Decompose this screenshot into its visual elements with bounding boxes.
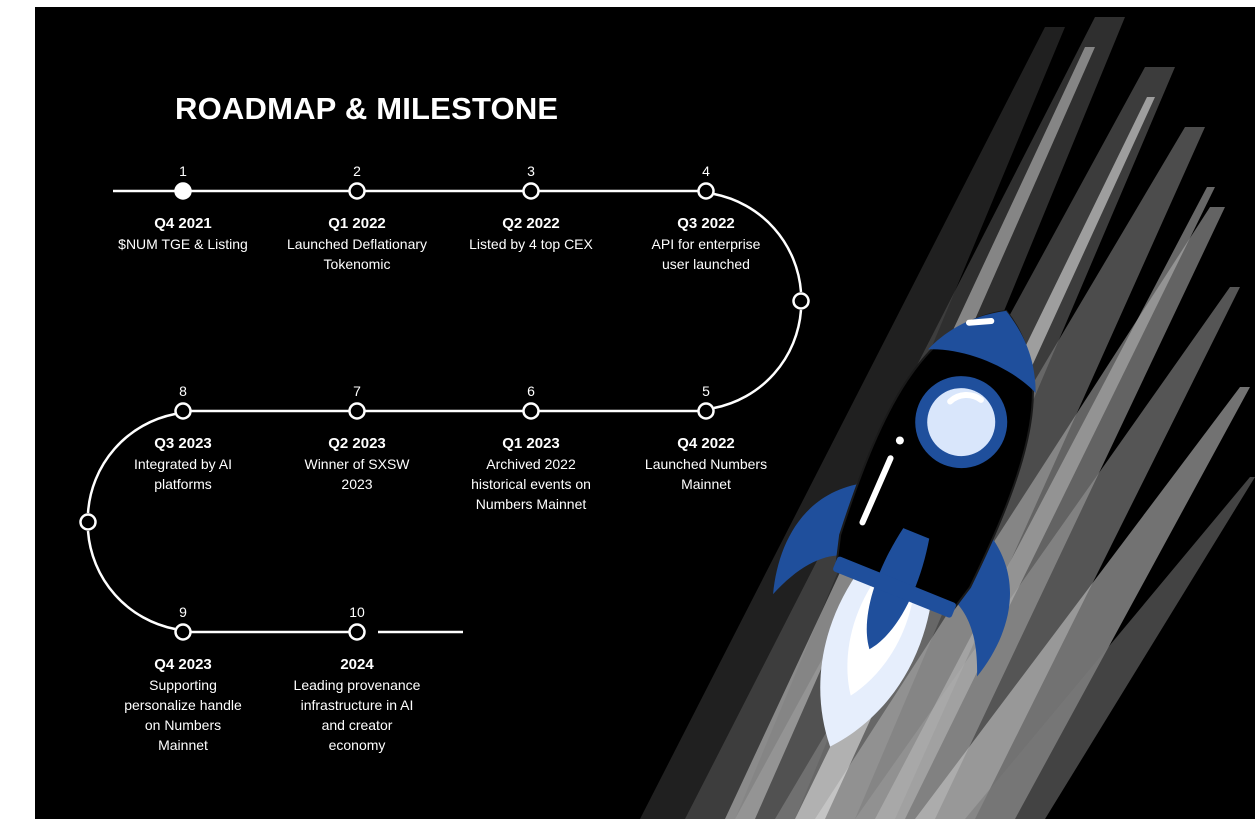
milestone-node-10: [348, 623, 366, 641]
milestone-description-line: Launched Deflationary: [286, 236, 428, 252]
milestone-description-line: economy: [328, 737, 386, 753]
milestone-description-line: Supporting: [149, 677, 217, 693]
milestone-description-line: historical events on: [471, 476, 591, 492]
rocket-nose: [928, 310, 1036, 393]
milestone-description-line: $NUM TGE & Listing: [118, 236, 248, 252]
milestone-period: Q4 2023: [154, 656, 212, 673]
page-title: ROADMAP & MILESTONE: [175, 91, 559, 126]
track-curve: [86, 530, 176, 631]
milestone-number: 3: [527, 163, 535, 179]
roadmap-canvas: ROADMAP & MILESTONE 1 Q4 2021 $NUM TGE & L…: [35, 7, 1255, 819]
rocket-highlight: [859, 455, 894, 526]
speed-streak: [640, 27, 1065, 819]
milestone-period: 2024: [340, 656, 374, 673]
milestone-period: Q3 2022: [677, 215, 735, 232]
milestone-period: Q4 2021: [154, 215, 212, 232]
milestone-description-line: Integrated by AI: [133, 456, 233, 472]
milestone-description-line: personalize handle: [124, 697, 242, 713]
milestone-description-line: Archived 2022: [486, 456, 576, 472]
curve-node: [79, 513, 97, 531]
milestone-number: 6: [527, 383, 535, 399]
rocket-fin-right: [945, 528, 1011, 677]
milestone-description-line: Mainnet: [681, 476, 731, 492]
milestone-period: Q2 2022: [502, 215, 560, 232]
milestone-number: 2: [353, 163, 361, 179]
track-curve: [713, 309, 803, 410]
milestone-description-line: Winner of SXSW: [304, 456, 410, 472]
milestone-period: Q4 2022: [677, 435, 735, 452]
milestone-number: 10: [349, 604, 365, 620]
speed-streak: [965, 477, 1255, 819]
milestone-description-line: 2023: [341, 476, 373, 492]
milestone-description-line: Listed by 4 top CEX: [469, 236, 593, 252]
rocket-window-shine: [947, 392, 984, 405]
rocket-nose-shine: [965, 317, 995, 326]
milestone-number: 4: [702, 163, 710, 179]
speed-streak: [915, 387, 1250, 819]
milestone-number: 1: [179, 163, 187, 179]
milestone-number: 5: [702, 383, 710, 399]
milestone-description-line: Leading provenance: [293, 677, 421, 693]
milestone-node-5: [697, 402, 715, 420]
milestone-period: Q1 2022: [328, 215, 386, 232]
milestone-description-line: Mainnet: [158, 737, 208, 753]
milestone-node-2: [348, 182, 366, 200]
milestone-node-9: [174, 623, 192, 641]
milestone-description-line: platforms: [154, 476, 212, 492]
milestone-node-6: [522, 402, 540, 420]
milestone-node-7: [348, 402, 366, 420]
track-curve: [713, 192, 803, 293]
milestone-description-line: user launched: [662, 256, 750, 272]
milestone-node-1: [174, 182, 192, 200]
milestone-number: 7: [353, 383, 361, 399]
rocket-highlight-dot: [895, 436, 904, 445]
milestone-node-8: [174, 402, 192, 420]
milestone-period: Q2 2023: [328, 435, 386, 452]
milestone-node-3: [522, 182, 540, 200]
milestone-description-line: and creator: [321, 717, 393, 733]
milestone-1: Q4 2021 $NUM TGE & Listing: [88, 213, 278, 254]
milestone-number: 8: [179, 383, 187, 399]
rocket-group: [773, 309, 1036, 747]
milestone-description-line: infrastructure in AI: [300, 697, 414, 713]
milestone-description-line: Numbers Mainnet: [475, 496, 587, 512]
milestone-node-4: [697, 182, 715, 200]
milestone-description-line: Tokenomic: [323, 256, 391, 272]
speed-streak: [875, 187, 1215, 819]
milestone-description-line: on Numbers: [144, 717, 222, 733]
milestone-number: 9: [179, 604, 187, 620]
milestone-period: Q3 2023: [154, 435, 212, 452]
rocket-window: [927, 388, 996, 457]
roadmap-track: [79, 182, 810, 641]
rocket-icon: [773, 309, 1036, 747]
milestone-description-line: API for enterprise: [651, 236, 761, 252]
track-curve: [86, 412, 176, 514]
rocket-band: [833, 556, 956, 618]
milestone-description-line: Launched Numbers: [644, 456, 768, 472]
curve-node: [792, 292, 810, 310]
rocket-fin-left: [773, 482, 871, 595]
milestone-period: Q1 2023: [502, 435, 560, 452]
